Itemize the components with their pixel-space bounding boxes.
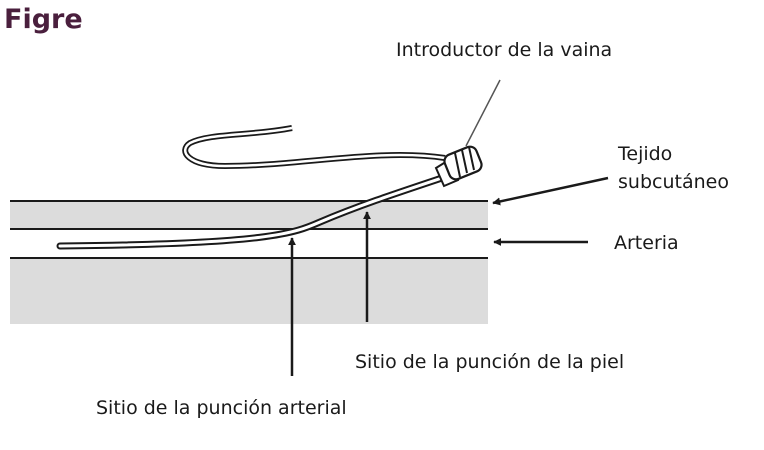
subcutaneous-label-line2: subcutáneo: [618, 171, 729, 193]
sheath-hub: [434, 145, 483, 188]
deep-tissue-layer: [10, 258, 488, 324]
subcutaneous-arrow: [492, 176, 609, 206]
artery-label: Arteria: [614, 232, 679, 254]
sheath-shaft-inner: [58, 174, 450, 248]
subcutaneous-tissue-layer: [10, 201, 488, 229]
skin-puncture-label: Sitio de la punción de la piel: [355, 351, 624, 373]
sheath-introducer-leader: [465, 79, 501, 147]
arterial-puncture-label: Sitio de la punción arterial: [96, 397, 347, 419]
guidewire-loop-inner: [184, 126, 446, 168]
sheath-introducer-label: Introductor de la vaina: [396, 39, 612, 61]
figure-title: Figre: [4, 4, 83, 35]
subcutaneous-label-line1: Tejido: [617, 143, 672, 165]
